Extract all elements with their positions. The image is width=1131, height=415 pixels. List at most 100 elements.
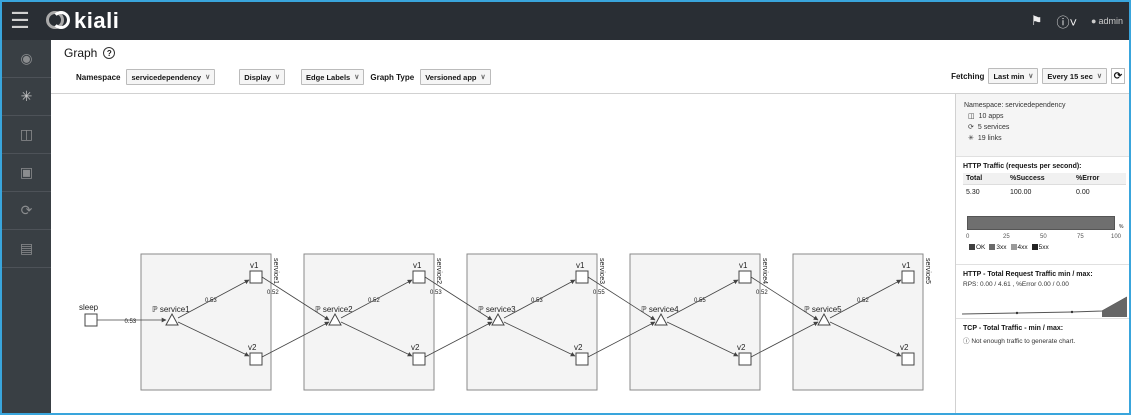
info-icon: ⓘ <box>963 338 970 345</box>
brand-name: kiali <box>74 8 120 33</box>
edge <box>829 279 902 319</box>
workload-node-v2[interactable] <box>249 352 263 366</box>
workload-node-v1[interactable] <box>901 270 915 284</box>
workload-label-v1: v1 <box>739 261 748 270</box>
workload-node-v1[interactable] <box>575 270 589 284</box>
http-traffic-title: HTTP Traffic (requests per second): <box>963 163 1082 170</box>
nav-overview-icon[interactable]: ◉ <box>2 40 51 78</box>
workload-label-v1: v1 <box>413 261 422 270</box>
help-dropdown-icon[interactable]: ⓘ˅ <box>1056 14 1078 30</box>
service-node[interactable] <box>817 312 831 326</box>
workload-node-v2[interactable] <box>412 352 426 366</box>
services-icon: ⟳ <box>968 124 974 131</box>
workload-node-v1[interactable] <box>249 270 263 284</box>
legend-3xx-label: 3xx <box>996 244 1007 251</box>
workload-label-v1: v1 <box>902 261 911 270</box>
nav-graph-icon[interactable]: ✳ <box>2 78 51 116</box>
edge-label: 0.52 <box>267 290 279 296</box>
nav-istio-config-icon[interactable]: ▤ <box>2 230 51 268</box>
fetch-range-dropdown[interactable]: Last min∨ <box>988 68 1039 84</box>
tick-50: 50 <box>1040 234 1047 240</box>
graph-toolbar: Namespace servicedependency∨ Display∨ Ed… <box>76 68 491 86</box>
workload-node-v2[interactable] <box>738 352 752 366</box>
edge <box>829 321 902 357</box>
app-box-label: service1 <box>272 258 279 284</box>
sleep-node[interactable] <box>84 313 98 327</box>
page-title-text: Graph <box>64 46 98 60</box>
refresh-icon[interactable]: ⟳ <box>1111 68 1125 84</box>
links-count-row: ✳19 links <box>964 133 1126 144</box>
service-node[interactable] <box>165 312 179 326</box>
bar-legend: OK 3xx 4xx 5xx <box>963 244 1126 251</box>
apps-count-row: ◫10 apps <box>964 111 1126 122</box>
help-icon[interactable]: ? <box>103 47 116 59</box>
val-success: 100.00 <box>1010 189 1032 196</box>
col-error: %Error <box>1076 175 1100 182</box>
workload-label-v1: v1 <box>250 261 259 270</box>
edge <box>340 321 413 357</box>
namespace-label: Namespace <box>76 72 121 82</box>
left-nav: ◉ ✳ ◫ ▣ ⟳ ▤ <box>2 40 51 413</box>
traffic-bar-chart: % 0 25 50 75 100 <box>963 210 1126 248</box>
edge <box>261 321 330 358</box>
hamburger-menu-icon[interactable]: ☰ <box>10 8 30 33</box>
top-bar: ☰ kiali ⚑ ⓘ˅ ●admin <box>2 2 1129 40</box>
workload-node-v1[interactable] <box>738 270 752 284</box>
service-node[interactable] <box>491 312 505 326</box>
http-sparkline <box>962 296 1127 317</box>
workload-label-v2: v2 <box>411 343 420 352</box>
ok-bar <box>967 216 1115 230</box>
workload-node-v1[interactable] <box>412 270 426 284</box>
pct-unit: % <box>1119 224 1124 230</box>
kiali-logo-icon <box>46 9 70 33</box>
workload-label-v2: v2 <box>248 343 257 352</box>
chevron-down-icon: ∨ <box>1028 73 1034 80</box>
tick-100: 100 <box>1111 234 1122 240</box>
user-menu[interactable]: ●admin <box>1091 16 1123 26</box>
service-label: ℙ service3 <box>478 305 516 314</box>
workload-node-v2[interactable] <box>575 352 589 366</box>
graph-type-value: Versioned app <box>425 72 477 82</box>
nav-applications-icon[interactable]: ◫ <box>2 116 51 154</box>
http-total-title: HTTP - Total Request Traffic min / max: <box>963 271 1093 278</box>
nav-services-icon[interactable]: ⟳ <box>2 192 51 230</box>
legend-5xx-label: 5xx <box>1038 244 1049 251</box>
fetch-range-value: Last min <box>993 71 1025 81</box>
nav-workloads-icon[interactable]: ▣ <box>2 154 51 192</box>
chevron-down-icon: ∨ <box>480 74 486 81</box>
legend-4xx-label: 4xx <box>1017 244 1028 251</box>
fetch-tools: Fetching Last min∨ Every 15 sec∨ ⟳ <box>951 68 1125 84</box>
user-icon: ● <box>1091 16 1097 26</box>
http-total-section: HTTP - Total Request Traffic min / max: … <box>956 264 1129 318</box>
workload-label-v1: v1 <box>576 261 585 270</box>
refresh-interval-value: Every 15 sec <box>1047 71 1093 81</box>
links-count: 19 links <box>977 135 1002 142</box>
graph-type-dropdown[interactable]: Versioned app∨ <box>420 69 491 85</box>
app-box-label: service2 <box>435 258 442 284</box>
namespace-summary: Namespace: servicedependency ◫10 apps ⟳5… <box>956 94 1129 156</box>
workload-node-v2[interactable] <box>901 352 915 366</box>
edge-label: 0.52 <box>368 298 380 304</box>
namespace-dropdown[interactable]: servicedependency∨ <box>126 69 216 85</box>
service-node[interactable] <box>654 312 668 326</box>
edge-labels-dropdown[interactable]: Edge Labels∨ <box>301 69 365 85</box>
namespace-summary-title: Namespace: servicedependency <box>964 102 1066 109</box>
edge-label: 0.53 <box>430 290 442 296</box>
workload-label-v2: v2 <box>574 343 583 352</box>
service-label: ℙ service2 <box>315 305 353 314</box>
edge <box>340 279 413 319</box>
graph-type-label: Graph Type <box>370 72 415 82</box>
user-name: admin <box>1098 16 1123 26</box>
refresh-interval-dropdown[interactable]: Every 15 sec∨ <box>1042 68 1107 84</box>
service-node[interactable] <box>328 312 342 326</box>
app-box-label: service3 <box>598 258 605 284</box>
brand-logo[interactable]: kiali <box>46 8 119 34</box>
edge-label: 0.53 <box>531 298 543 304</box>
notification-bell-icon[interactable]: ⚑ <box>1030 13 1043 28</box>
services-count: 5 services <box>977 124 1010 131</box>
display-dropdown[interactable]: Display∨ <box>239 69 286 85</box>
tick-0: 0 <box>966 234 970 240</box>
table-header: Total %Success %Error <box>963 173 1126 185</box>
edge <box>750 321 819 358</box>
